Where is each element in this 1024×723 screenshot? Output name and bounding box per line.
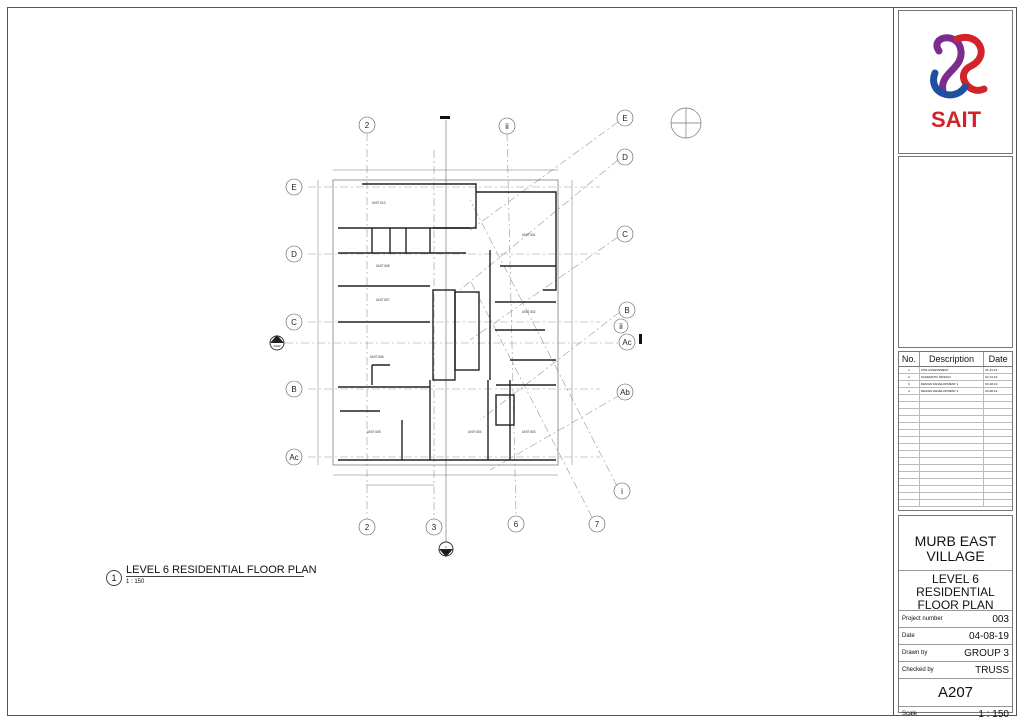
drawing-sheet-border [7, 7, 1017, 716]
svg-text:A402: A402 [273, 344, 280, 348]
svg-text:B: B [291, 385, 296, 394]
grid-bubble: 6 [507, 515, 525, 533]
grid-bubble: ii [613, 318, 629, 334]
grid-bubble: 2 [358, 116, 376, 134]
view-name: LEVEL 6 RESIDENTIAL FLOOR PLAN [126, 564, 317, 577]
svg-text:SAIT: SAIT [931, 107, 982, 132]
grid-bubble: D [285, 245, 303, 263]
grid-bubble: 3 [425, 518, 443, 536]
floor-plan-drawing: UNIT 610 UNIT 601 UNIT 608 UNIT 607 UNIT… [269, 107, 702, 557]
svg-text:Ab: Ab [620, 388, 630, 397]
grid-bubble: 7 [588, 515, 606, 533]
view-scale: 1 : 150 [126, 579, 145, 585]
svg-text:Ac: Ac [622, 338, 631, 347]
svg-text:i: i [621, 487, 623, 496]
unit-label: UNIT 603 [522, 430, 536, 434]
grid-bubble: Ac [618, 333, 636, 351]
unit-label: UNIT 604 [468, 430, 482, 434]
unit-label: UNIT 610 [372, 201, 386, 205]
sheet-name: LEVEL 6 RESIDENTIAL FLOOR PLAN [899, 571, 1012, 612]
svg-text:3: 3 [432, 523, 437, 532]
grid-bubble: B [285, 380, 303, 398]
svg-text:D: D [291, 250, 297, 259]
svg-text:B: B [624, 306, 629, 315]
svg-text:E: E [291, 183, 296, 192]
logo-panel: SAIT [898, 10, 1013, 154]
svg-text:ii: ii [505, 122, 509, 131]
svg-text:2: 2 [365, 121, 370, 130]
grid-bubble: C [285, 313, 303, 331]
svg-text:Ac: Ac [289, 453, 298, 462]
grid-bubble: i [613, 482, 631, 500]
svg-text:D: D [622, 153, 628, 162]
grid-bubble: 2 [358, 518, 376, 536]
svg-text:7: 7 [595, 520, 600, 529]
svg-text:E: E [622, 114, 627, 123]
unit-label: UNIT 602 [522, 310, 536, 314]
project-name: MURB EAST VILLAGE [899, 516, 1012, 571]
sait-logo: SAIT [930, 34, 988, 132]
rev-header-no: No. [899, 352, 920, 367]
svg-text:2: 2 [365, 523, 370, 532]
svg-text:A402: A402 [442, 550, 449, 554]
unit-label: UNIT 606 [370, 355, 384, 359]
svg-text:C: C [291, 318, 297, 327]
north-arrow-icon [670, 107, 702, 139]
grid-bubble: ii [498, 117, 516, 135]
svg-text:1: 1 [276, 339, 278, 343]
unit-label: UNIT 601 [522, 233, 536, 237]
rev-header-date: Date [983, 352, 1012, 367]
sheet-number: A207 [899, 679, 1012, 707]
view-number: 1 [106, 570, 122, 586]
grid-bubble: B [618, 301, 636, 319]
grid-bubble: C [616, 225, 634, 243]
unit-label: UNIT 608 [376, 264, 390, 268]
unit-label: UNIT 605 [367, 430, 381, 434]
rev-header-description: Description [919, 352, 985, 367]
grid-bubble: Ac [285, 448, 303, 466]
unit-label: UNIT 607 [376, 298, 390, 302]
grid-bubble: Ab [616, 383, 634, 401]
grid-bubble: E [285, 178, 303, 196]
grid-bubble: D [616, 148, 634, 166]
grid-bubble: E [616, 109, 634, 127]
notes-panel [898, 156, 1013, 348]
svg-text:C: C [622, 230, 628, 239]
svg-text:6: 6 [514, 520, 519, 529]
svg-text:ii: ii [619, 322, 623, 331]
svg-text:1: 1 [445, 545, 447, 549]
sheet-info: MURB EAST VILLAGE LEVEL 6 RESIDENTIAL FL… [898, 515, 1013, 720]
